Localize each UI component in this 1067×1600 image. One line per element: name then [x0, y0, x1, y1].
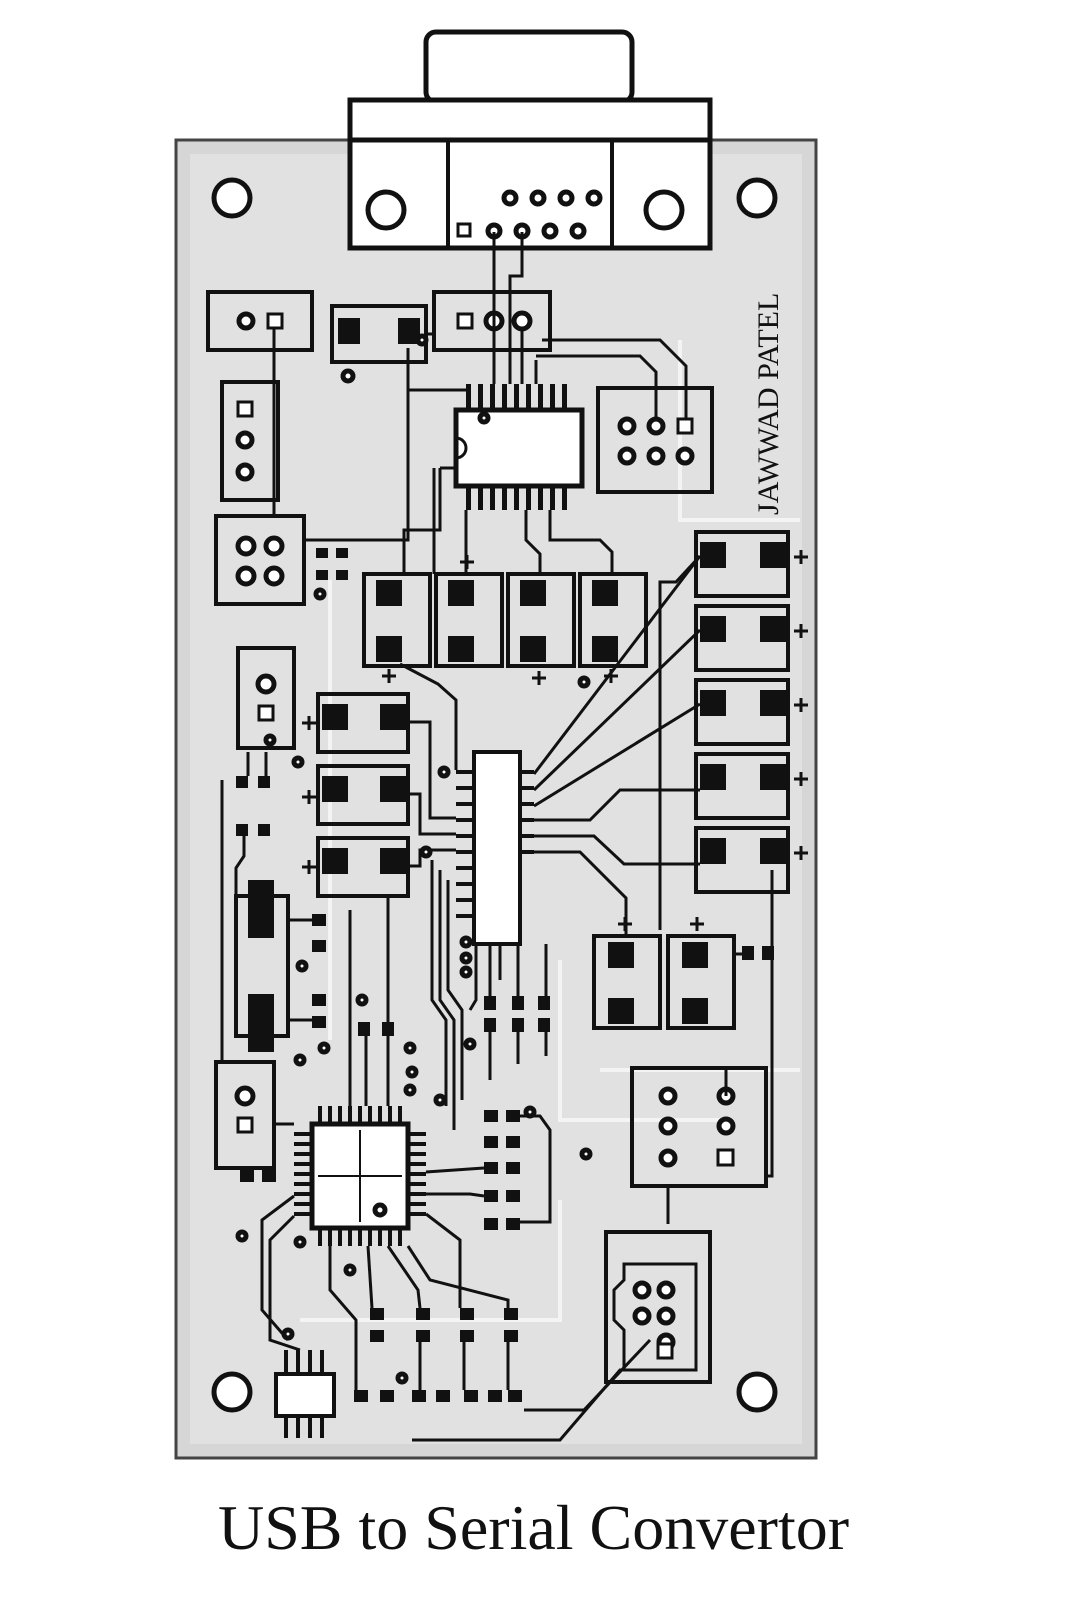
polarity-markers [302, 550, 808, 931]
header-2pin-middle-left [236, 646, 296, 750]
smd-resistor-cluster-right [484, 1110, 520, 1230]
capacitor-pair-right-middle [592, 934, 774, 1030]
vias [235, 333, 593, 1385]
ic-soic8-bottom [274, 1350, 336, 1438]
copper-traces [220, 232, 774, 1442]
mounting-hole-bottom-left [211, 1371, 253, 1413]
mounting-hole-top-left [211, 177, 253, 219]
mounting-hole-bottom-right [736, 1371, 778, 1413]
smd-resistors-small-left [316, 548, 348, 580]
ic-middle-vertical [456, 750, 534, 946]
header-2pin-top [206, 290, 314, 352]
capacitor-column-left [316, 692, 410, 898]
author-label: JAWWAD PATEL [752, 293, 785, 515]
smd-resistor-row-bottom [240, 1170, 522, 1402]
ic-soic-top [453, 384, 585, 510]
header-4pin-left [214, 514, 306, 606]
smd-resistor-column-mid [312, 914, 550, 1036]
crystal-oscillator-left [234, 776, 290, 1052]
ic-qfp-main [294, 1106, 426, 1246]
diagram-caption: USB to Serial Convertor [217, 1492, 850, 1563]
header-2pin-lower-left [214, 1060, 276, 1170]
mounting-holes [211, 177, 778, 1413]
usb-connector [604, 1230, 712, 1384]
header-3pin-left [220, 380, 280, 502]
capacitor-column-right [694, 530, 790, 894]
db9-serial-connector [347, 29, 713, 251]
mounting-hole-top-right [736, 177, 778, 219]
